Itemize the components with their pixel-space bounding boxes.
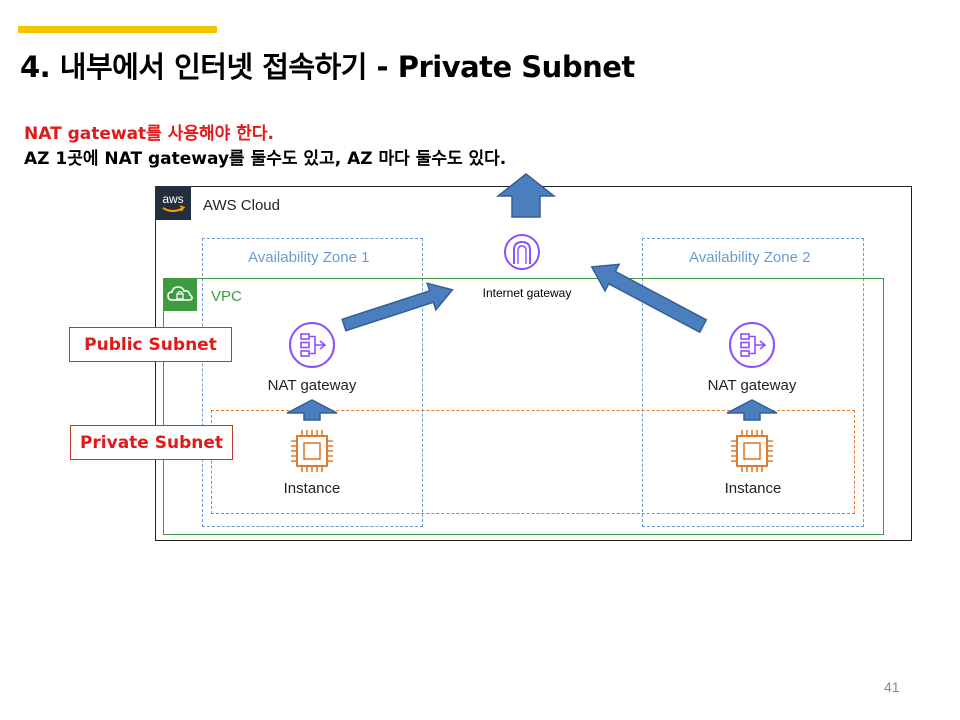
instance-label-az1: Instance [283,480,341,497]
note-line-2: AZ 1곳에 NAT gateway를 둘수도 있고, AZ 마다 둘수도 있다… [24,149,507,169]
internet-gateway-icon [504,234,540,270]
ec2-instance-icon-az2 [731,430,773,472]
arrow-nat-az2-to-igw [590,263,708,334]
aws-cloud-label: AWS Cloud [203,197,280,214]
availability-zone-2 [642,238,864,527]
slide-title: 4. 내부에서 인터넷 접속하기 - Private Subnet [20,50,635,84]
ec2-instance-icon-az1 [291,430,333,472]
arrow-nat-az1-to-igw [341,282,454,332]
aws-logo-icon: aws [155,186,191,220]
private-subnet-area [211,410,855,514]
availability-zone-1-label: Availability Zone 1 [248,249,370,266]
nat-gateway-label-az1: NAT gateway [267,377,357,394]
arrow-instance-az1-to-nat [286,399,338,421]
arrow-up-to-internet [495,173,557,218]
arrow-instance-az2-to-nat [726,399,778,421]
availability-zone-1 [202,238,423,527]
vpc-label: VPC [211,288,242,305]
internet-gateway-label: Internet gateway [482,286,572,300]
vpc-container [163,278,884,535]
instance-label-az2: Instance [724,480,782,497]
nat-gateway-icon-az2 [729,322,775,368]
availability-zone-2-label: Availability Zone 2 [689,249,811,266]
note-line-1: NAT gatewat를 사용해야 한다. [24,124,274,144]
nat-gateway-icon-az1 [289,322,335,368]
private-subnet-callout: Private Subnet [70,425,233,460]
title-accent-bar [18,26,217,33]
nat-gateway-label-az2: NAT gateway [707,377,797,394]
page-number: 41 [884,679,900,695]
vpc-cloud-lock-icon [163,278,197,311]
public-subnet-callout: Public Subnet [69,327,232,362]
svg-text:aws: aws [162,192,183,206]
